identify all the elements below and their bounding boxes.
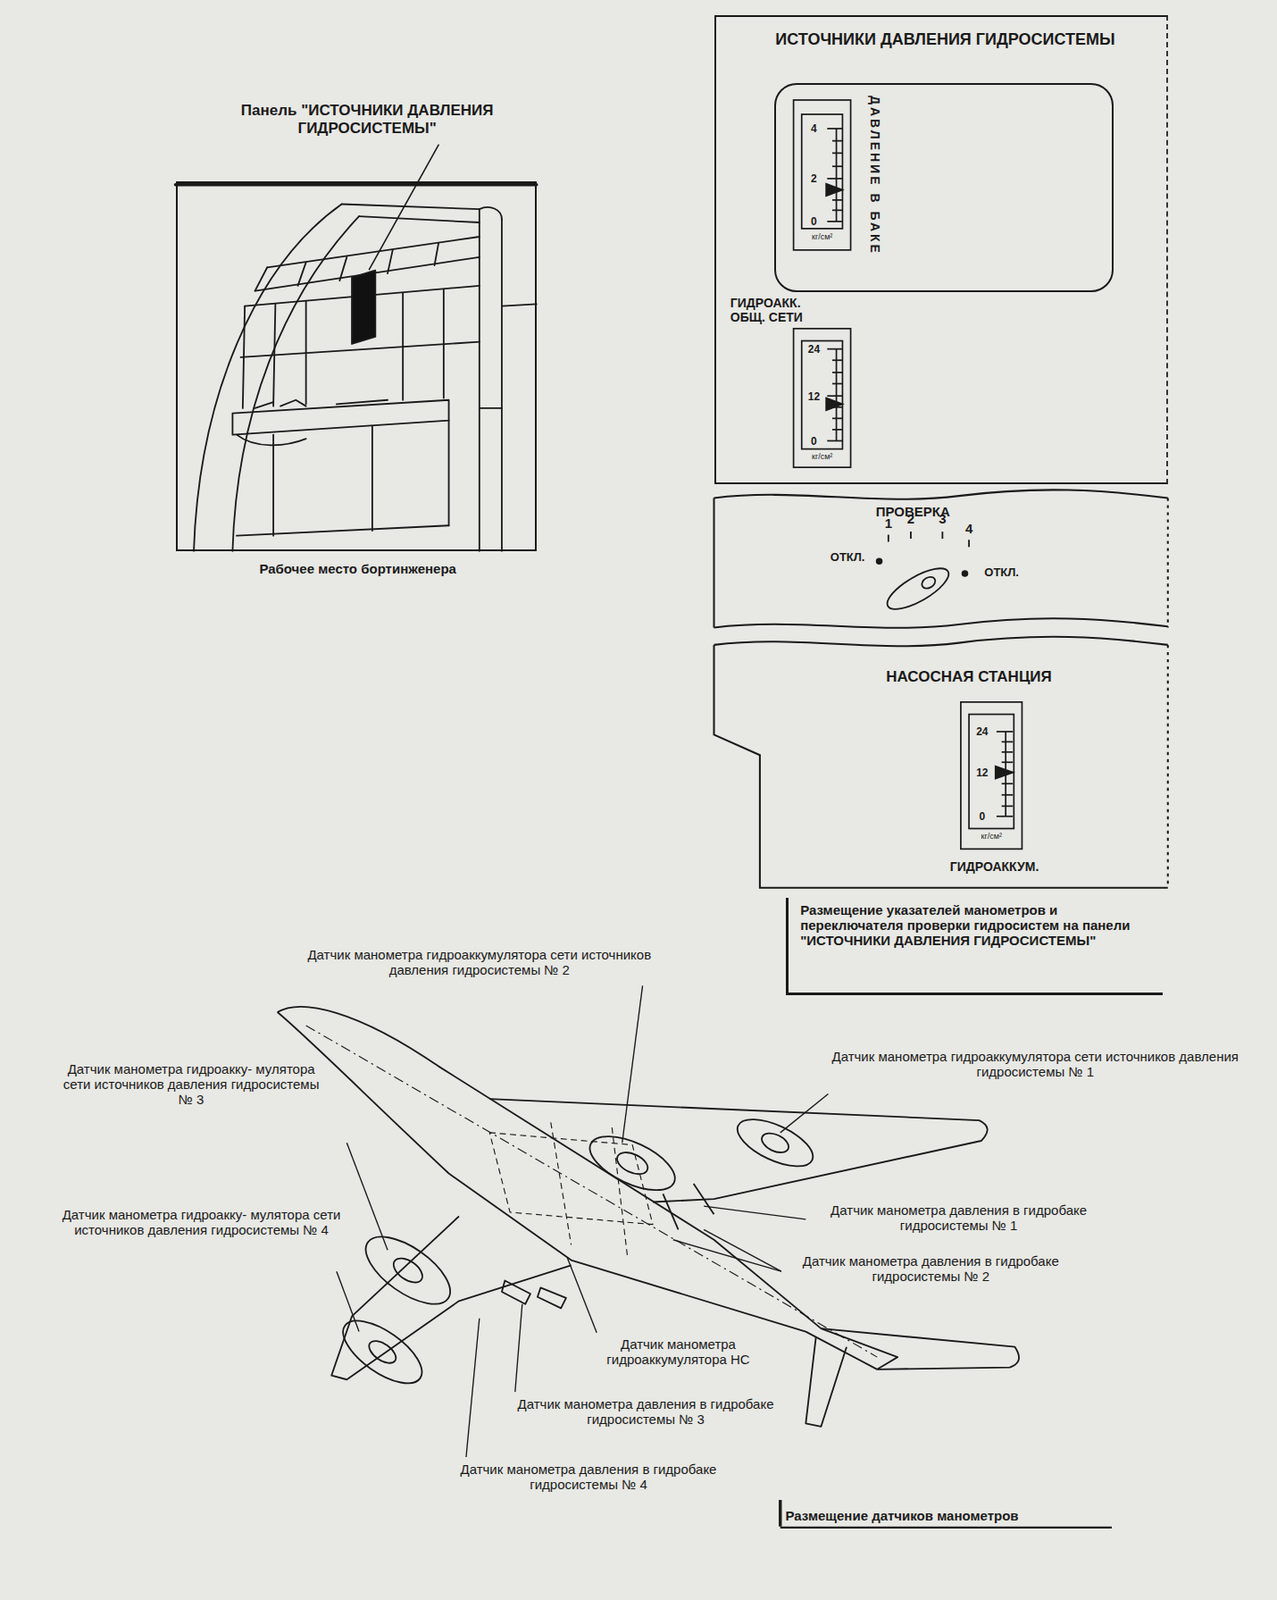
scale-number: 0 — [970, 810, 994, 824]
caption-text: Размещение указателей манометров и перек… — [800, 901, 1160, 949]
off-label: ОТКЛ. — [974, 566, 1030, 580]
position-number: 1 — [881, 515, 896, 531]
sensor-callout: Датчик манометра гидроаккумулятора НС — [575, 1335, 780, 1368]
sensor-callout: Датчик манометра давления в гидробаке ги… — [440, 1460, 736, 1493]
sensor-callout: Датчик манометра давления в гидробаке ги… — [785, 1252, 1077, 1285]
gauge-window: ДАВЛЕНИЕ В БАКЕ — [774, 83, 1114, 293]
sensor-callout: Датчик манометра гидроакку- мулятора сет… — [56, 1060, 327, 1108]
test-switch — [876, 531, 969, 617]
workplace-caption: Рабочее место бортинженера — [177, 560, 539, 576]
position-number: 3 — [934, 510, 950, 526]
panel-callout: Панель "ИСТОЧНИКИ ДАВЛЕНИЯ ГИДРОСИСТЕМЫ" — [193, 101, 541, 137]
vertical-label: ДАВЛЕНИЕ В БАКЕ — [868, 95, 883, 256]
scale-number: 0 — [805, 216, 822, 229]
sensor-callout: Датчик манометра давления в гидробаке ги… — [487, 1395, 804, 1428]
scale-number: 2 — [805, 173, 822, 186]
pump-station-section: НАСОСНАЯ СТАНЦИЯ ГИДРОАККУМ. — [759, 640, 1169, 887]
leader-lines — [336, 984, 829, 1457]
cockpit-drawing — [175, 144, 536, 551]
scale-number: 12 — [803, 391, 825, 404]
sensor-callout: Датчик манометра гидроаккумулятора сети … — [291, 946, 669, 978]
gauge-label: ГИДРОАККУМ. — [918, 859, 1071, 874]
unit-label: кг/см² — [794, 232, 851, 242]
sensor-callout: Датчик манометра гидроаккумулятора сети … — [816, 1048, 1255, 1080]
workplace-frame: Рабочее место бортинженера — [175, 181, 537, 551]
panel-section: ИСТОЧНИКИ ДАВЛЕНИЯ ГИДРОСИСТЕМЫ ДАВЛЕНИЕ … — [714, 15, 1169, 485]
unit-label: кг/см² — [962, 831, 1020, 841]
panel-heading: ИСТОЧНИКИ ДАВЛЕНИЯ ГИДРОСИСТЕМЫ — [720, 30, 1170, 50]
gauge-label: ГИДРОАКК. ОБЩ. СЕТИ — [730, 295, 837, 325]
panel-outlines — [714, 489, 1169, 1528]
scale-number: 24 — [803, 343, 825, 357]
position-number: 4 — [961, 520, 977, 536]
sensor-callout: Датчик манометра давления в гидробаке ги… — [810, 1201, 1107, 1234]
sensor-callout: Датчик манометра гидроакку- мулятора сет… — [56, 1206, 348, 1238]
caption-box: Размещение указателей манометров и перек… — [785, 897, 1164, 995]
scale-number: 0 — [803, 435, 825, 449]
figure-caption: Размещение датчиков манометров — [785, 1507, 1123, 1523]
unit-label: кг/см² — [794, 451, 851, 461]
section-heading: НАСОСНАЯ СТАНЦИЯ — [867, 667, 1071, 686]
off-label: ОТКЛ. — [819, 550, 876, 565]
scale-number: 4 — [805, 123, 822, 136]
scale-number: 24 — [970, 726, 994, 739]
gauges — [793, 100, 1023, 849]
position-number: 2 — [903, 510, 919, 526]
scale-number: 12 — [970, 767, 994, 780]
